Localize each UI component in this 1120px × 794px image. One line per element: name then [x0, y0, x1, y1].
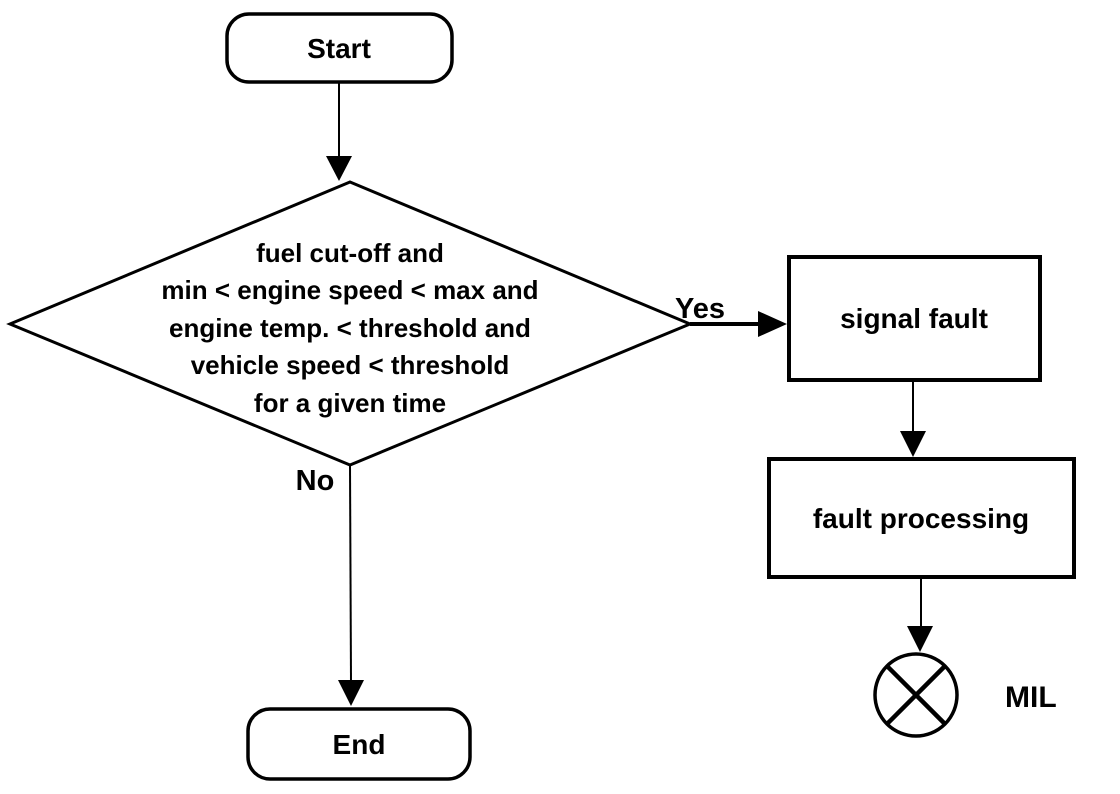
arrowhead-fault-processing-to-mil	[907, 626, 933, 652]
signal-fault-node-label: signal fault	[840, 303, 988, 334]
decision-condition-line-4: vehicle speed < threshold	[191, 350, 510, 380]
yes-branch-label: Yes	[675, 293, 725, 325]
mil-lamp-cross-stroke-2	[885, 664, 947, 726]
end-node-shape	[246, 707, 472, 781]
start-node-label: Start	[307, 33, 371, 64]
fault-processing-node-label: fault processing	[813, 503, 1029, 534]
arrowhead-decision-to-end	[338, 680, 364, 706]
arrowhead-signal-fault-to-fault-processing	[900, 431, 926, 457]
signal-fault-node-shape	[787, 255, 1042, 382]
arrowhead-decision-to-signal-fault	[758, 311, 787, 337]
end-node-label: End	[333, 729, 386, 760]
decision-condition-line-3: engine temp. < threshold and	[169, 313, 531, 343]
decision-condition-line-5: for a given time	[254, 388, 446, 418]
edge-decision-to-end	[349, 464, 352, 683]
mil-lamp-label: MIL	[1005, 681, 1057, 714]
no-branch-label: No	[296, 465, 335, 497]
fault-processing-node-shape	[767, 457, 1076, 579]
decision-condition-line-2: min < engine speed < max and	[161, 275, 538, 305]
start-node-shape	[225, 12, 454, 84]
decision-condition-line-1: fuel cut-off and	[256, 238, 444, 268]
arrowhead-start-to-decision	[326, 156, 352, 181]
